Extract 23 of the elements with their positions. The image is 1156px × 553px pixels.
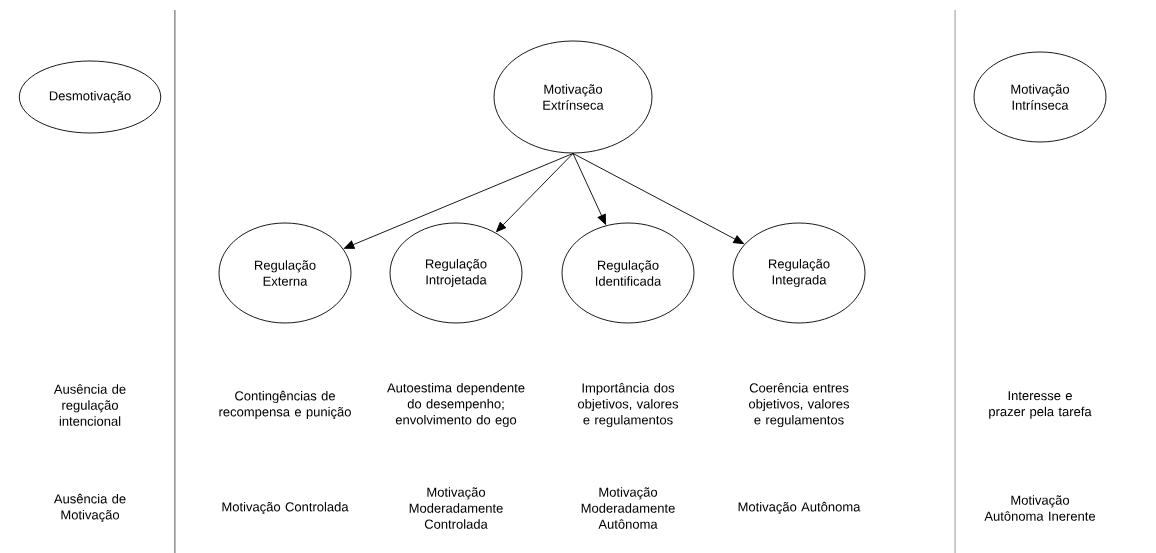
ellipse-node: Desmotivação — [18, 60, 162, 134]
ellipse-node: Motivação Extrínseca — [493, 40, 653, 154]
ellipse-node: Regulação Integrada — [732, 222, 866, 324]
ellipse-node: Motivação Intrínseca — [973, 51, 1107, 143]
description-text: Interesse e prazer pela tarefa — [989, 391, 1092, 419]
arrow — [572, 153, 744, 245]
description-text: Ausência de Motivação — [53, 493, 126, 523]
arrow — [496, 153, 574, 233]
description-text: Coerência entres objetivos, valores e regulamentos — [749, 382, 850, 428]
description-text: Ausência de regulação intencional — [53, 384, 126, 426]
ellipse-node: Regulação Identificada — [561, 222, 695, 324]
arrow — [572, 153, 607, 225]
description-text: Motivação Moderadamente Autônoma — [581, 487, 675, 529]
description-text: Motivação Controlada — [222, 501, 349, 515]
description-text: Motivação Autônoma Inerente — [984, 495, 1096, 521]
description-text: Contingências de recompensa e punição — [219, 390, 351, 420]
description-text: Autoestima dependente do desempenho; envolvimento do ego — [387, 382, 525, 428]
ellipse-node: Regulação Externa — [218, 222, 352, 324]
description-text: Motivação Autônoma — [738, 501, 861, 515]
arrow — [343, 153, 574, 249]
ellipse-node: Regulação Introjetada — [389, 222, 523, 324]
description-text: Motivação Moderadamente Controlada — [409, 487, 503, 529]
description-text: Importância dos objetivos, valores e regulamentos — [578, 382, 679, 428]
